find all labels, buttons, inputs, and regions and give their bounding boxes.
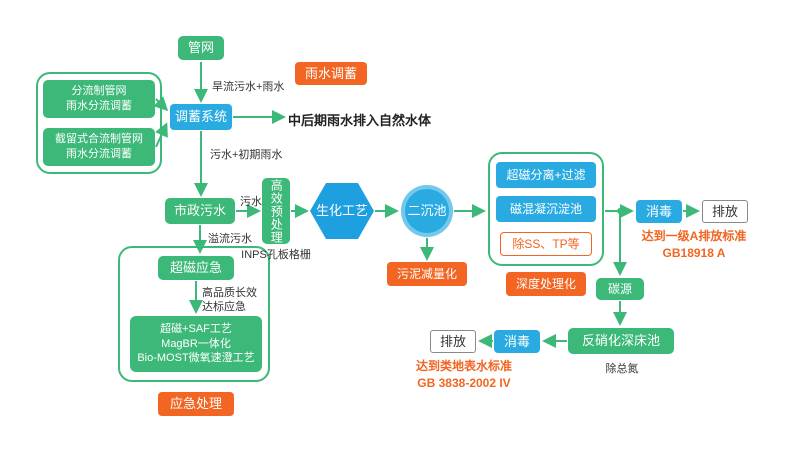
node-disinfect-top: 消毒 xyxy=(636,200,682,223)
overflow-label: 溢流污水 xyxy=(208,233,252,245)
node-storage-system: 调蓄系统 xyxy=(170,104,232,130)
late-rain-label: 中后期雨水排入自然水体 xyxy=(288,113,432,128)
standard-iv-line1: 达到类地表水标准 xyxy=(415,359,512,373)
node-carbon-source: 碳源 xyxy=(596,278,644,300)
node-supermag-emergency: 超磁应急 xyxy=(158,256,234,280)
node-bio-process: 生化工艺 xyxy=(310,183,374,239)
emergency-tech-line3: Bio-MOST微氧速澄工艺 xyxy=(137,352,255,365)
node-secondary-tank: 二沉池 xyxy=(401,185,453,237)
intercept-network-line2: 雨水分流调蓄 xyxy=(66,148,132,160)
standard-a-line1: 达到一级A排放标准 xyxy=(641,229,747,243)
standard-iv-line2: GB 3838-2002 IV xyxy=(417,375,511,390)
node-disinfect-bottom: 消毒 xyxy=(494,330,540,353)
node-supermag-filter: 超磁分离+过滤 xyxy=(496,162,596,188)
remove-tn-label: 除总氮 xyxy=(605,363,639,375)
standard-iv-label: 达到类地表水标准 GB 3838-2002 IV xyxy=(384,358,544,392)
node-discharge-bottom: 排放 xyxy=(430,330,476,353)
stage-label-rain-storage: 雨水调蓄 xyxy=(295,62,367,85)
node-denitrification: 反硝化深床池 xyxy=(568,328,674,354)
node-emergency-tech: 超磁+SAF工艺 MagBR一体化 Bio-MOST微氧速澄工艺 xyxy=(130,316,262,372)
inps-grille-label: INPS孔板格栅 xyxy=(241,249,311,261)
dry-flow-label: 旱流污水+雨水 xyxy=(212,81,285,93)
emergency-tech-line1: 超磁+SAF工艺 xyxy=(160,322,232,335)
stage-label-emergency: 应急处理 xyxy=(158,392,234,416)
node-pipe-network: 管网 xyxy=(178,36,224,60)
intercept-network-line1: 截留式合流制管网 xyxy=(55,133,143,146)
node-remove-ss-tp: 除SS、TP等 xyxy=(500,232,592,256)
standard-a-label: 达到一级A排放标准 GB18918 A xyxy=(614,228,774,262)
quality-label-line1: 高品质长效 xyxy=(202,287,257,299)
standard-a-line2: GB18918 A xyxy=(662,245,726,260)
separate-network-line1: 分流制管网 xyxy=(71,85,127,98)
sewage-label: 污水 xyxy=(240,196,262,208)
node-discharge-top: 排放 xyxy=(702,200,748,223)
stage-label-sludge-reduction: 污泥减量化 xyxy=(387,262,467,286)
node-separate-network: 分流制管网 雨水分流调蓄 xyxy=(43,80,155,118)
node-mag-coagulation: 磁混凝沉淀池 xyxy=(496,196,596,222)
node-intercept-network: 截留式合流制管网 雨水分流调蓄 xyxy=(43,128,155,166)
sewage-initial-rain-label: 污水+初期雨水 xyxy=(210,149,283,161)
node-pretreatment: 高效预处理 xyxy=(262,178,290,244)
emergency-tech-line2: MagBR一体化 xyxy=(161,337,231,350)
quality-label-line2: 达标应急 xyxy=(202,301,246,313)
separate-network-line2: 雨水分流调蓄 xyxy=(66,100,132,112)
stage-label-advanced-treatment: 深度处理化 xyxy=(506,272,586,296)
node-municipal-sewage: 市政污水 xyxy=(165,198,235,224)
